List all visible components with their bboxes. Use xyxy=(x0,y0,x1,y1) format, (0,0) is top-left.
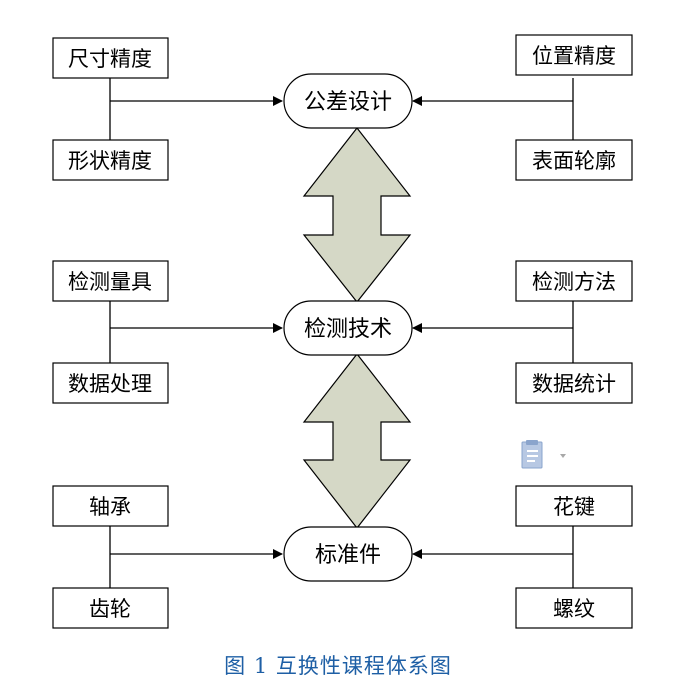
box-left-5: 轴承 xyxy=(52,485,169,527)
box-right-2-label: 表面轮廓 xyxy=(532,149,616,173)
box-right-2: 表面轮廓 xyxy=(515,139,633,181)
course-system-diagram: 尺寸精度 形状精度 检测量具 数据处理 轴承 齿轮 位置精度 表面轮廓 检测方法… xyxy=(52,34,633,629)
center-pill-standard-label: 标准件 xyxy=(315,543,381,568)
box-left-1-label: 尺寸精度 xyxy=(68,47,152,71)
box-right-4-label: 数据统计 xyxy=(532,372,616,396)
box-left-3-label: 检测量具 xyxy=(68,270,152,294)
box-left-3: 检测量具 xyxy=(52,260,169,302)
box-right-4: 数据统计 xyxy=(515,362,633,404)
box-right-5: 花键 xyxy=(515,485,633,527)
paste-options-icon[interactable] xyxy=(520,440,576,476)
box-right-1-label: 位置精度 xyxy=(532,44,616,68)
box-right-3: 检测方法 xyxy=(515,260,633,302)
box-right-6: 螺纹 xyxy=(515,587,633,629)
center-pill-inspection-label: 检测技术 xyxy=(304,317,392,342)
box-right-6-label: 螺纹 xyxy=(553,597,595,621)
chevron-down-icon xyxy=(560,454,566,458)
box-left-6: 齿轮 xyxy=(52,587,169,629)
center-pill-inspection: 检测技术 xyxy=(283,300,413,356)
box-left-2-label: 形状精度 xyxy=(68,149,152,173)
box-left-5-label: 轴承 xyxy=(89,495,131,519)
box-right-3-label: 检测方法 xyxy=(532,270,616,294)
center-pill-standard: 标准件 xyxy=(283,526,413,582)
box-left-6-label: 齿轮 xyxy=(89,597,131,621)
center-pill-design-label: 公差设计 xyxy=(304,90,392,115)
double-arrow-design-to-inspection xyxy=(302,127,412,303)
box-left-4-label: 数据处理 xyxy=(68,372,152,396)
box-right-1: 位置精度 xyxy=(515,34,633,76)
box-left-2: 形状精度 xyxy=(52,139,169,181)
box-right-5-label: 花键 xyxy=(553,495,595,519)
box-left-4: 数据处理 xyxy=(52,362,169,404)
center-pill-design: 公差设计 xyxy=(283,73,413,129)
figure-caption: 图 1 互换性课程体系图 xyxy=(224,654,452,678)
box-left-1: 尺寸精度 xyxy=(52,37,169,79)
double-arrow-inspection-to-standard xyxy=(302,353,412,529)
